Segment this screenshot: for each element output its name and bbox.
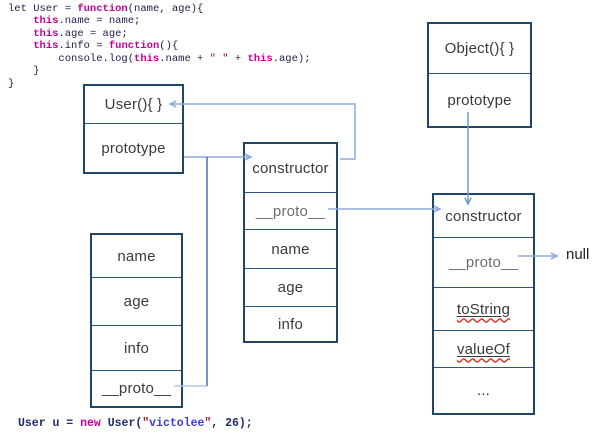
code-text: let User = [8,3,78,15]
cell-label: name [117,247,156,265]
code-string-quote: " [204,417,212,430]
object-function-box: Object(){ } prototype [427,22,532,128]
code-line: this.age = age; [8,28,311,40]
arrow-proto-to-null-head [550,252,559,260]
code-line: this.name = name; [8,15,311,27]
code-text: .info = [58,40,109,53]
cell-info: info [92,325,181,370]
instance-box: name age info __proto__ [90,233,183,408]
cell-label: info [278,315,303,333]
user-prototype-box: constructor __proto__name age info [243,142,338,343]
cell-name: name [92,235,181,277]
code-text: .name + [159,52,210,65]
cell-label: toString [456,300,511,318]
code-keyword: this [134,52,160,65]
code-text: (){ [159,40,179,53]
cell-label: prototype [447,91,512,109]
cell-label: constructor [252,159,329,177]
code-text: , 26); [211,417,253,430]
user-function-box: User(){ } prototype [83,84,184,174]
underlined-label: toString [457,301,510,318]
code-text [8,28,33,40]
cell-label: __proto__ [255,202,326,220]
cell-info: info [245,306,336,341]
code-text [8,15,33,27]
cell-name: name [245,229,336,268]
cell-proto: __proto__ [92,370,181,406]
code-text: } [8,65,40,78]
code-text: User u = [18,417,81,430]
cell-label: Object(){ } [444,40,515,57]
cell-label: age [123,293,150,310]
cell-constructor: constructor [245,144,336,192]
code-text: (name, age){ [127,3,204,15]
cell-label: age [277,279,304,296]
cell-label: User(){ } [104,96,163,113]
code-keyword: this [33,27,59,40]
code-text: .age); [272,52,311,65]
code-line: } [8,65,311,77]
cell-tostring: toString [434,287,533,330]
null-label: null [566,246,590,263]
code-keyword: new [80,417,101,430]
cell-prototype: prototype [85,123,182,172]
code-line: } [8,78,311,90]
code-text: .name = name; [58,15,141,28]
cell-object: Object(){ } [429,24,530,73]
cell-ellipsis: ... [434,367,533,413]
code-block-function-definition: let User = function(name, age){ this.nam… [8,3,311,90]
code-keyword: this [247,52,273,65]
cell-prototype: prototype [429,73,530,126]
code-text: } [8,77,15,90]
code-text: console.log( [8,52,135,65]
cell-label: ... [476,382,491,399]
cell-label: __proto__ [448,254,519,271]
code-text: + [228,52,248,65]
code-line: let User = function(name, age){ [8,3,311,15]
cell-label: constructor [445,207,522,225]
code-keyword: this [33,15,59,28]
cell-valueof: valueOf [434,330,533,367]
cell-age: age [245,268,336,306]
cell-user: User(){ } [85,86,182,123]
code-keyword: function [77,3,128,15]
cell-label: name [271,240,310,258]
code-string-quote: " " [209,52,229,65]
code-text: .age = age; [58,27,128,40]
object-prototype-box: constructor __proto__ toString valueOf... [432,193,535,415]
code-text: User( [100,417,143,430]
code-block-instantiation: User u = new User("victolee", 26); [18,417,253,430]
underlined-label: valueOf [457,341,510,358]
code-line: this.info = function(){ [8,40,311,52]
cell-proto: __proto__ [434,237,533,287]
code-text [8,40,33,52]
code-string-quote: " [142,417,150,430]
cell-age: age [92,277,181,325]
code-keyword: function [108,40,160,53]
code-line: console.log(this.name + " " + this.age); [8,52,311,65]
cell-label: info [124,339,149,357]
cell-label: prototype [101,139,166,157]
cell-proto: __proto__ [245,192,336,229]
cell-label: valueOf [456,340,511,358]
code-keyword: this [33,40,59,53]
cell-label: __proto__ [101,380,172,397]
code-string-value: victolee [149,417,205,430]
cell-constructor: constructor [434,195,533,237]
